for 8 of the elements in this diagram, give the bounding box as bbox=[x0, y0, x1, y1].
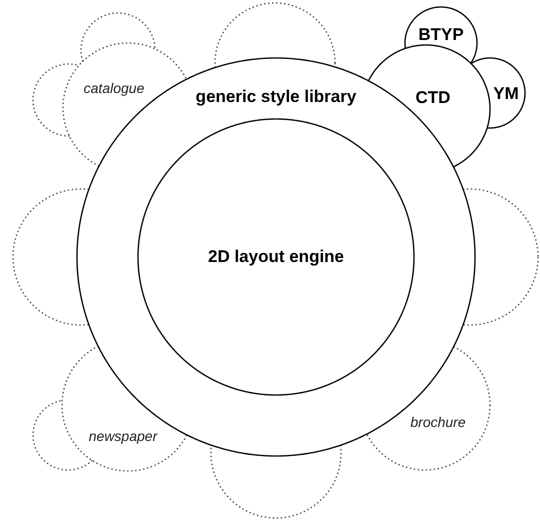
circle-label: catalogue bbox=[84, 80, 144, 96]
circle-label: YM bbox=[493, 84, 519, 104]
circle-label: 2D layout engine bbox=[208, 247, 344, 267]
circle-label: generic style library bbox=[196, 87, 356, 107]
circle-label: BTYP bbox=[418, 25, 464, 45]
circle-label: newspaper bbox=[88, 428, 158, 444]
circle-label: CTD bbox=[416, 88, 450, 108]
circle-label: brochure bbox=[410, 414, 466, 430]
